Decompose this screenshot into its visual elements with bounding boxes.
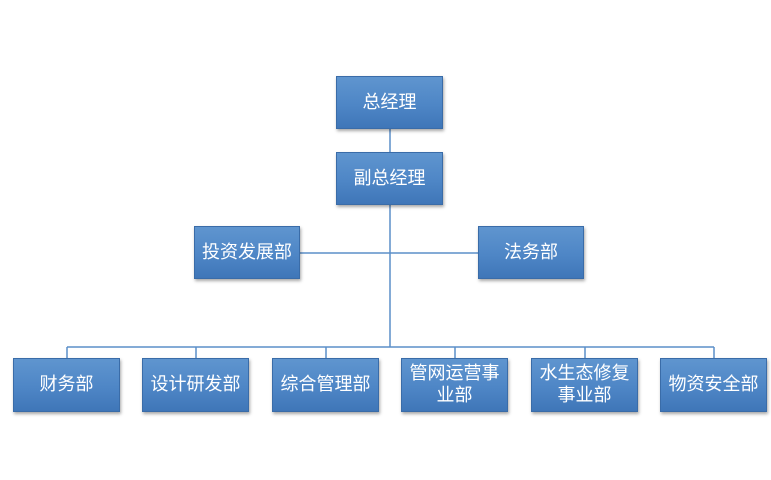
department-label: 设计研发部 xyxy=(150,374,241,395)
staff-department-box-investment: 投资发展部 xyxy=(194,226,300,279)
department-box-finance: 财务部 xyxy=(13,358,120,412)
general-manager-label: 总经理 xyxy=(362,91,417,113)
department-label: 物资安全部 xyxy=(668,374,759,395)
department-label: 财务部 xyxy=(39,374,94,395)
deputy-general-manager-box: 副总经理 xyxy=(336,152,443,205)
staff-department-label: 投资发展部 xyxy=(202,241,292,263)
department-label: 管网运营事业部 xyxy=(409,363,500,406)
staff-department-label: 法务部 xyxy=(504,241,558,263)
department-box-pipe-network: 管网运营事业部 xyxy=(401,358,508,412)
department-box-design-rd: 设计研发部 xyxy=(142,358,249,412)
department-label: 水生态修复事业部 xyxy=(539,363,630,406)
department-label: 综合管理部 xyxy=(280,374,371,395)
staff-department-box-legal: 法务部 xyxy=(478,226,584,279)
department-box-general-admin: 综合管理部 xyxy=(272,358,379,412)
department-box-water-ecology: 水生态修复事业部 xyxy=(531,358,638,412)
deputy-general-manager-label: 副总经理 xyxy=(353,167,426,189)
department-box-materials-safety: 物资安全部 xyxy=(660,358,767,412)
general-manager-box: 总经理 xyxy=(336,76,443,129)
